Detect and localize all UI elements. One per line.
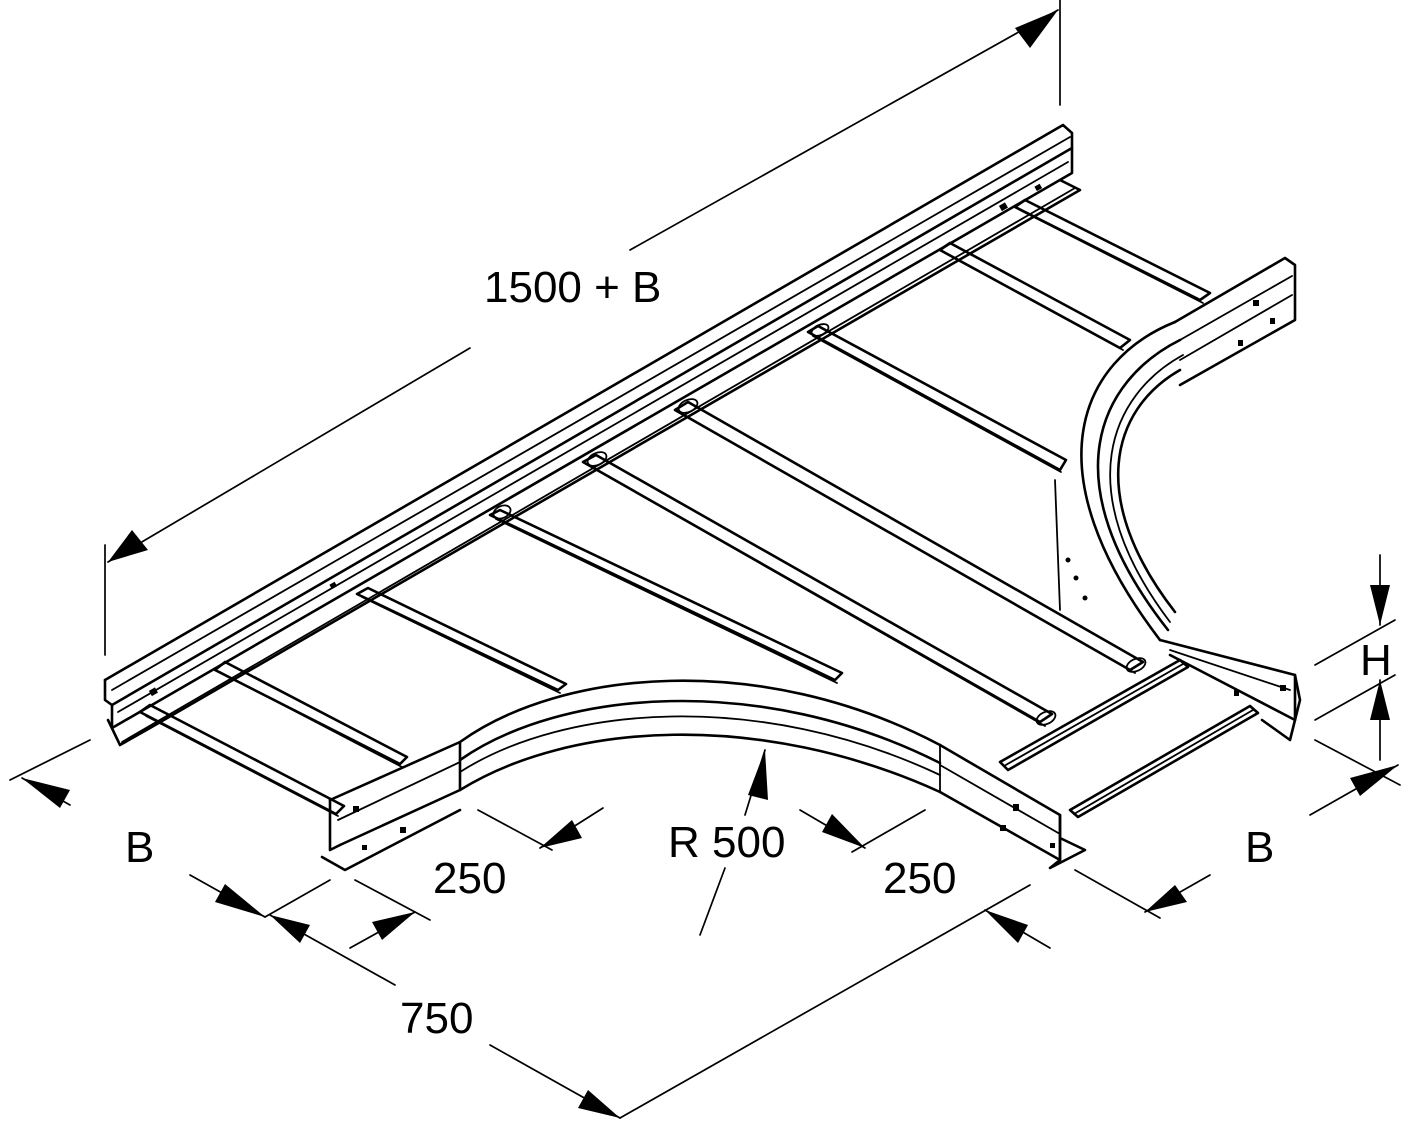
dimension-height: H — [1314, 554, 1396, 761]
label-width-right: B — [1245, 823, 1274, 872]
rung-6 — [673, 398, 1147, 674]
rung-8 — [938, 241, 1132, 351]
dimension-overall-length: 1500 + B — [104, 0, 1061, 656]
label-overall-length: 1500 + B — [484, 263, 661, 312]
rung-9 — [1013, 198, 1212, 304]
label-height: H — [1360, 636, 1392, 685]
label-straight-left: 250 — [433, 854, 506, 903]
dimension-straight-left: 250 — [349, 807, 604, 949]
dimension-width-left: B — [9, 739, 331, 918]
rung-3 — [355, 586, 568, 694]
branch-right-rail — [1158, 256, 1302, 742]
dimension-tee-offset: 750 — [269, 884, 1031, 1119]
rung-4 — [488, 504, 844, 684]
right-bend — [1054, 320, 1184, 642]
front-right-rail — [938, 743, 1087, 870]
left-bend — [458, 679, 942, 794]
dimension-width-right: B — [1074, 739, 1401, 919]
rung-7 — [806, 323, 1068, 473]
label-straight-right: 250 — [883, 854, 956, 903]
label-width-left: B — [125, 823, 154, 872]
rung-1 — [138, 703, 346, 817]
front-left-rail — [320, 740, 462, 872]
rung-5 — [581, 451, 1057, 727]
label-tee-offset: 750 — [400, 994, 473, 1043]
rung-2 — [213, 660, 409, 768]
dimension-straight-right: 250 — [799, 809, 1051, 949]
label-bend-radius: R 500 — [668, 818, 785, 867]
back-side-rail — [103, 123, 1082, 747]
branch-rungs — [998, 658, 1260, 819]
dimension-bend-radius: R 500 — [668, 749, 785, 936]
rungs — [138, 198, 1212, 817]
